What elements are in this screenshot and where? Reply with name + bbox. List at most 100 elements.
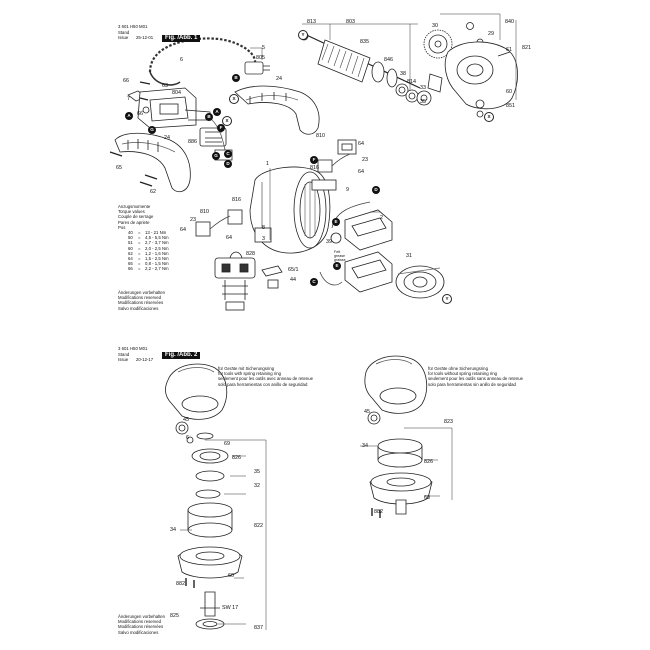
- part-callout: 826: [232, 455, 241, 461]
- part-callout: 822: [254, 523, 263, 529]
- torque-pos: 40: [128, 230, 133, 236]
- part-callout: 23: [190, 217, 196, 223]
- part-callout: 5: [262, 45, 265, 51]
- part-callout: 62: [150, 189, 156, 195]
- part-callout: 60: [424, 495, 430, 501]
- part-callout: 805: [256, 55, 265, 61]
- part-callout: 65: [116, 165, 122, 171]
- changes-line: Modifications reserved: [118, 619, 161, 625]
- connection-marker: Y: [298, 30, 308, 40]
- torque-range: 2,2 - 2,7 Nm: [145, 266, 169, 272]
- torque-range: 1,2 - 1,6 Nm: [145, 250, 169, 256]
- with-ring-line: seulement pour les outils avec anneau de…: [218, 376, 314, 382]
- grease-note-line: Fett: [334, 250, 341, 254]
- part-callout: 821: [522, 45, 531, 51]
- part-callout: 45: [183, 417, 189, 423]
- torque-range: 4,5 - 5,5 Nm: [145, 235, 169, 241]
- part-callout: 3: [262, 236, 265, 242]
- part-callout: 8: [262, 225, 265, 231]
- part-callout: 69: [224, 441, 230, 447]
- part-callout: 30: [432, 23, 438, 29]
- sheet2-fig-label: Fig. /Abb. 2: [162, 352, 201, 359]
- torque-equals: =: [138, 266, 141, 272]
- connection-marker: E: [333, 262, 341, 270]
- torque-pos: 62: [128, 250, 133, 256]
- bearing-flange: [395, 265, 445, 299]
- torque-equals: =: [138, 240, 141, 246]
- part-callout: 2: [380, 215, 383, 221]
- connection-marker: F: [217, 124, 225, 132]
- torque-range: 0,8 - 1,5 Nm: [145, 261, 169, 267]
- power-cord: [127, 37, 270, 102]
- gear-housing: [444, 41, 518, 118]
- connection-marker: F: [310, 156, 318, 164]
- torque-equals: =: [138, 261, 141, 267]
- part-callout: 837: [254, 625, 263, 631]
- part-callout: 60: [228, 573, 234, 579]
- handle-half-left: [114, 132, 191, 193]
- part-callout: 886: [188, 139, 197, 145]
- part-callout: 816: [232, 197, 241, 203]
- changes-line: Änderungen vorbehalten: [118, 290, 166, 295]
- handle-half-right: [234, 85, 320, 135]
- torque-equals: =: [138, 235, 141, 241]
- torque-pos: 66: [128, 266, 133, 272]
- connection-marker: G: [148, 126, 156, 134]
- part-callout: 63: [162, 83, 168, 89]
- torque-pos: 50: [128, 235, 133, 241]
- connection-marker: X: [229, 94, 239, 104]
- connection-marker: B: [205, 113, 213, 121]
- part-callout: 840: [505, 19, 514, 25]
- connection-marker: E: [332, 218, 340, 226]
- part-callout: 828: [246, 251, 255, 257]
- part-callout: 44: [290, 277, 296, 283]
- part-callout: 846: [384, 57, 393, 63]
- grease-note-line: grease: [334, 254, 345, 259]
- part-callout: 64: [358, 141, 364, 147]
- torque-equals: =: [138, 250, 141, 256]
- part-callout: 35: [420, 99, 426, 105]
- sheet1-fig-label: Fig. /Abb. 1: [162, 35, 201, 42]
- without-ring-line: seulement pour les outils sans anneau de…: [428, 376, 524, 382]
- part-callout: 882: [176, 581, 185, 587]
- torque-row: 51=2,7 - 3,7 Nm: [118, 240, 169, 246]
- part-callout: 31: [406, 253, 412, 259]
- leader-lines-fig1: [250, 13, 517, 240]
- part-callout: 810: [316, 133, 325, 139]
- torque-pos: 60: [128, 245, 133, 251]
- without-ring-line: solo para herramientas sin anillo de seg…: [428, 381, 516, 387]
- part-callout: 66: [137, 111, 143, 117]
- connection-marker: Y: [442, 294, 452, 304]
- torque-pos: 64: [128, 255, 133, 261]
- torque-legend-line: Couple de serrage: [118, 214, 154, 220]
- sheet1-doc-number: 3 601 H50 M01: [118, 24, 148, 29]
- part-callout: SW 17: [222, 605, 239, 611]
- part-callout: 1: [266, 161, 269, 167]
- connection-marker: X: [222, 116, 232, 126]
- part-callout: 64: [358, 169, 364, 175]
- torque-equals: =: [138, 255, 141, 261]
- screws-fig1: [109, 81, 153, 187]
- part-callout: 60: [506, 89, 512, 95]
- changes-line: Änderungen vorbehalten: [118, 614, 166, 619]
- part-callout: 9: [346, 187, 349, 193]
- changes-line: Modifications réservées: [118, 300, 164, 306]
- sheet1-issue-label: Issue: [118, 35, 129, 40]
- part-callout: 813: [307, 19, 316, 25]
- connection-marker: C: [224, 150, 232, 158]
- part-callout: 814: [407, 79, 416, 85]
- part-callout: 24: [164, 135, 170, 141]
- torque-equals: =: [138, 245, 141, 251]
- part-callout: 24: [276, 76, 282, 82]
- stator: [319, 201, 393, 293]
- without-ring-line: for tools without spring retaining ring: [428, 371, 498, 377]
- part-callout: 29: [488, 31, 494, 37]
- grease-note-line: graisse: [334, 258, 346, 263]
- part-callout: 66: [123, 78, 129, 84]
- connection-marker: A: [213, 108, 221, 116]
- part-callout: 64: [226, 235, 232, 241]
